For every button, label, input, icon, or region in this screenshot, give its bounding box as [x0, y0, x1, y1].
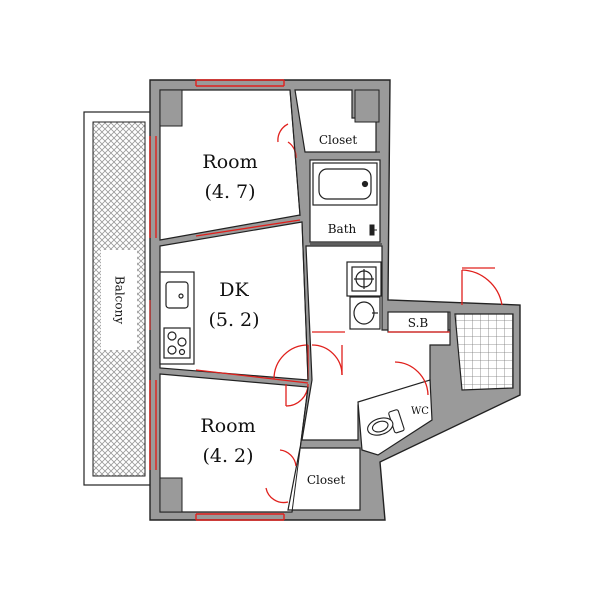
- room-south-size: (4. 2): [202, 445, 253, 467]
- closet-top-label: Closet: [319, 133, 358, 147]
- balcony-label: Balcony: [113, 276, 127, 324]
- closet-bottom-label: Closet: [307, 473, 346, 487]
- bath-label: Bath: [328, 222, 357, 236]
- windows: [149, 79, 285, 521]
- washing-machine-icon: [346, 261, 382, 297]
- entry-tiles: [454, 313, 514, 391]
- bathtub: [312, 162, 378, 206]
- wall-pillars: [159, 89, 380, 513]
- storage-label: S.B: [408, 316, 429, 330]
- toilet-label: WC: [411, 406, 429, 417]
- room-south-label: Room (4. 2): [200, 415, 255, 467]
- room-north-label: Room (4. 7): [202, 151, 257, 203]
- bath-controls: [369, 224, 377, 236]
- room-south-name: Room: [200, 415, 255, 437]
- washbasin-icon: [349, 296, 381, 330]
- door-lines: [195, 123, 503, 504]
- sink-icon: [165, 281, 189, 309]
- dk-name: DK: [219, 279, 249, 301]
- toilet-icon: [367, 409, 405, 436]
- partition-outlines: [289, 89, 451, 513]
- balcony: Balcony: [83, 111, 153, 486]
- dk-label: DK (5. 2): [208, 279, 259, 331]
- dk-size: (5. 2): [208, 309, 259, 331]
- kitchen-counter: [159, 271, 195, 365]
- room-north-size: (4. 7): [204, 181, 255, 203]
- room-north-name: Room: [202, 151, 257, 173]
